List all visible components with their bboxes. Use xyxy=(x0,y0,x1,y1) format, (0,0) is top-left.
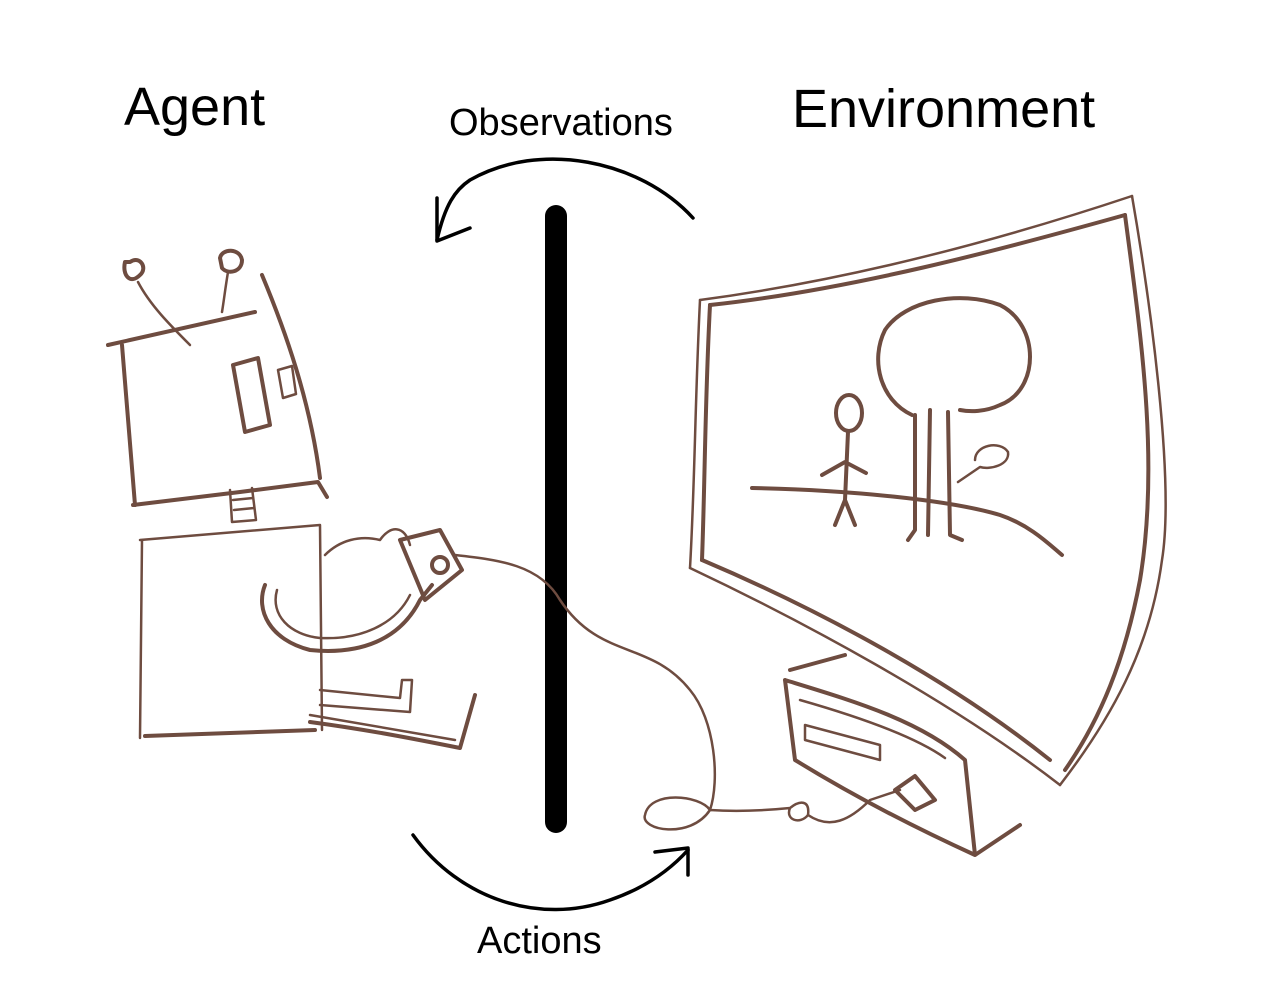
cable xyxy=(453,553,902,831)
observations-label: Observations xyxy=(449,102,673,144)
actions-label: Actions xyxy=(477,920,602,962)
monitor-environment-sketch xyxy=(688,194,1167,857)
actions-arrow xyxy=(411,833,690,912)
observations-arrow xyxy=(435,157,695,243)
environment-label: Environment xyxy=(792,79,1096,139)
agent-label: Agent xyxy=(124,77,266,137)
robot-agent-sketch xyxy=(106,248,477,750)
